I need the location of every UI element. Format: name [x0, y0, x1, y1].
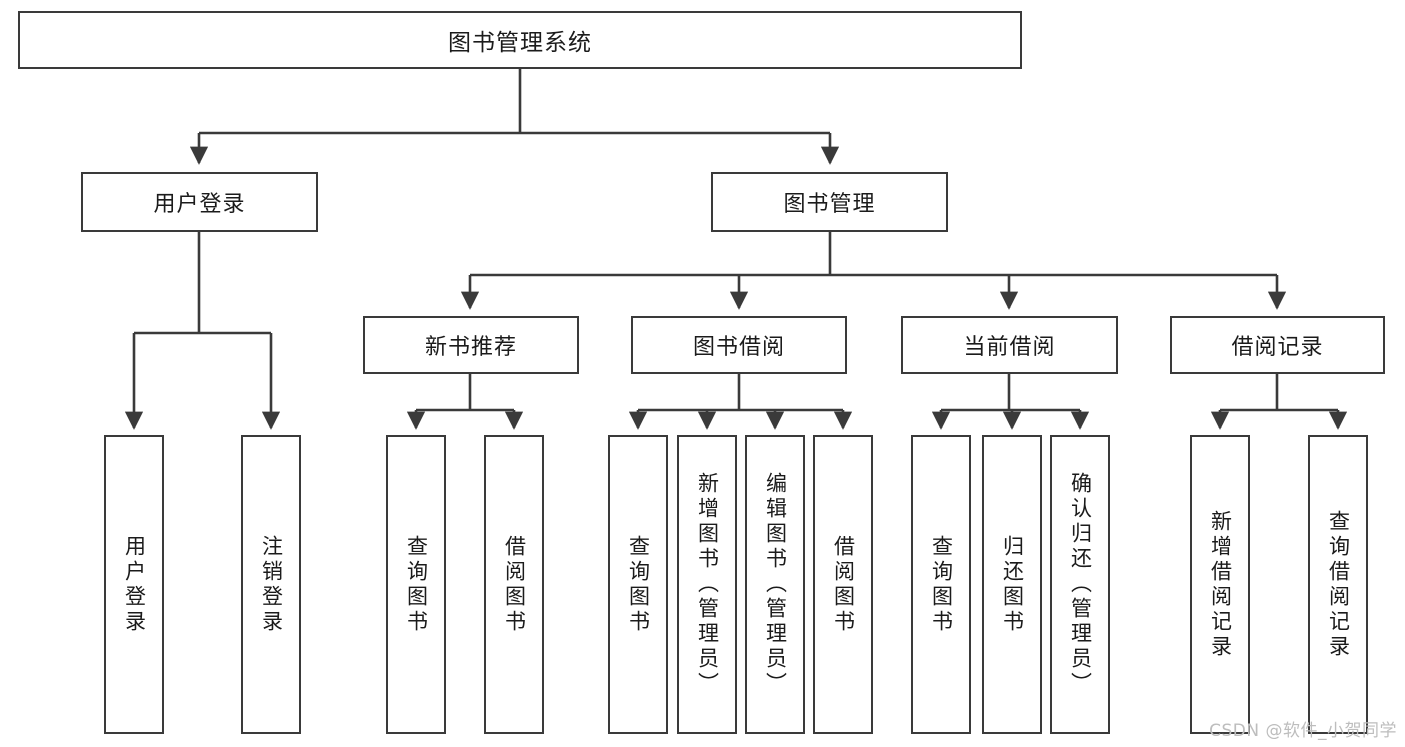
- leaf-label: 归还图书: [1000, 534, 1025, 635]
- leaf-label: 查询图书: [929, 534, 954, 635]
- node-root-system[interactable]: 图书管理系统: [18, 11, 1022, 69]
- leaf-node[interactable]: 查询借阅记录: [1308, 435, 1368, 734]
- leaf-node[interactable]: 查询图书: [608, 435, 668, 734]
- leaf-label: 借阅图书: [502, 534, 527, 635]
- node-root-label: 图书管理系统: [448, 30, 592, 56]
- node-book-management[interactable]: 图书管理: [711, 172, 948, 232]
- leaf-node[interactable]: 归还图书: [982, 435, 1042, 734]
- node-label: 借阅记录: [1231, 335, 1324, 360]
- node-label: 当前借阅: [963, 335, 1056, 360]
- leaf-node[interactable]: 注销登录: [241, 435, 301, 734]
- leaf-label: 编辑图书（管理员）: [763, 472, 788, 697]
- leaf-node[interactable]: 查询图书: [386, 435, 446, 734]
- leaf-label: 用户登录: [122, 534, 147, 635]
- node-new-book-recommend[interactable]: 新书推荐: [363, 316, 579, 374]
- leaf-node[interactable]: 新增借阅记录: [1190, 435, 1250, 734]
- leaf-node[interactable]: 借阅图书: [484, 435, 544, 734]
- node-book-borrow[interactable]: 图书借阅: [631, 316, 847, 374]
- node-label: 新书推荐: [424, 335, 517, 360]
- leaf-label: 查询借阅记录: [1326, 509, 1351, 660]
- node-label: 图书借阅: [692, 335, 785, 360]
- leaf-label: 注销登录: [259, 534, 284, 635]
- leaf-node[interactable]: 确认归还（管理员）: [1050, 435, 1110, 734]
- leaf-label: 新增图书（管理员）: [695, 472, 720, 697]
- csdn-watermark: CSDN @软件_小贺同学: [1209, 721, 1397, 741]
- node-label: 图书管理: [783, 192, 876, 217]
- leaf-label: 确认归还（管理员）: [1068, 472, 1093, 697]
- leaf-label: 查询图书: [404, 534, 429, 635]
- leaf-node[interactable]: 新增图书（管理员）: [677, 435, 737, 734]
- leaf-label: 借阅图书: [831, 534, 856, 635]
- leaf-node[interactable]: 用户登录: [104, 435, 164, 734]
- leaf-node[interactable]: 借阅图书: [813, 435, 873, 734]
- node-borrow-record[interactable]: 借阅记录: [1170, 316, 1385, 374]
- leaf-label: 查询图书: [626, 534, 651, 635]
- node-user-login[interactable]: 用户登录: [81, 172, 318, 232]
- node-current-borrow[interactable]: 当前借阅: [901, 316, 1118, 374]
- leaf-label: 新增借阅记录: [1208, 509, 1233, 660]
- leaf-node[interactable]: 编辑图书（管理员）: [745, 435, 805, 734]
- leaf-node[interactable]: 查询图书: [911, 435, 971, 734]
- node-label: 用户登录: [153, 192, 246, 217]
